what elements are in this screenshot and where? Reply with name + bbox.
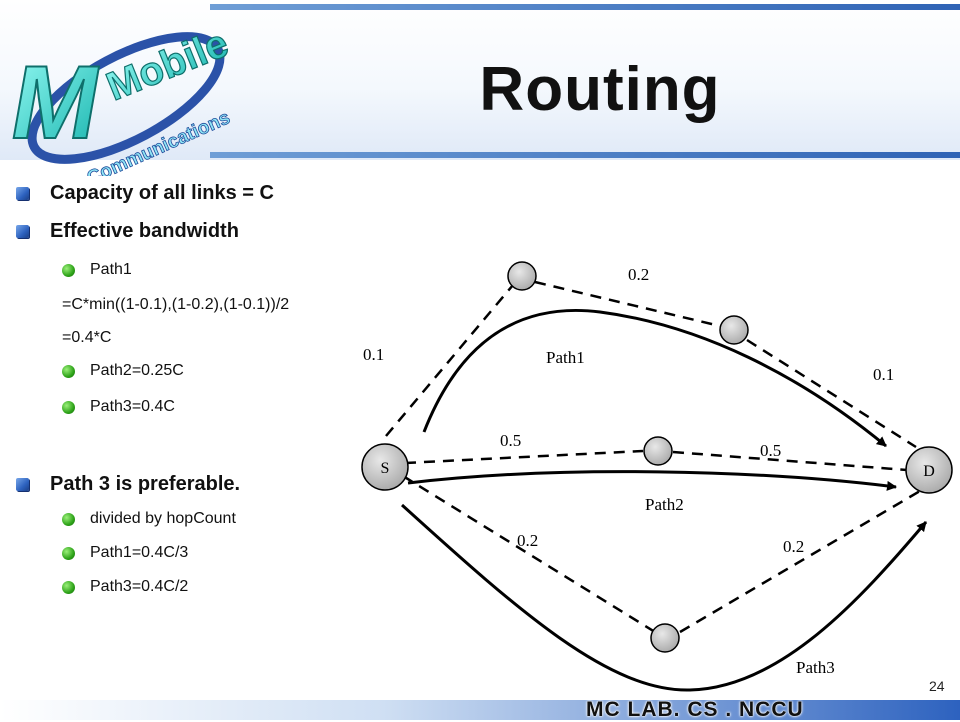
path1-label: Path1 xyxy=(546,348,585,367)
path3-label: Path3 xyxy=(796,658,835,677)
header-banner xyxy=(0,0,960,160)
page-number: 24 xyxy=(929,678,945,694)
path2-curve xyxy=(407,470,897,491)
path3-curve xyxy=(400,503,928,692)
sub-bullet-path1-hop: Path1=0.4C/3 xyxy=(61,544,189,561)
path2-label: Path2 xyxy=(645,495,684,514)
weight-s-top: 0.1 xyxy=(363,345,384,364)
path1-formula: =C*min((1-0.1),(1-0.2),(1-0.1))/2 xyxy=(62,296,290,313)
link-s-center xyxy=(404,449,644,465)
node-bottom xyxy=(650,623,680,653)
path1-curve xyxy=(422,309,887,448)
weight-s-bottom: 0.2 xyxy=(517,531,538,550)
link-center-d xyxy=(672,450,908,472)
svg-text:M: M xyxy=(8,45,110,161)
sub-bullet-path3: Path3=0.4C xyxy=(62,398,175,415)
node-destination xyxy=(905,446,953,494)
sub-bullet-hopcount: divided by hopCount xyxy=(62,510,236,527)
header-top-line xyxy=(210,4,960,10)
bullet-effective-bandwidth: Effective bandwidth xyxy=(50,220,239,242)
slide-title: Routing xyxy=(479,55,721,124)
node-center xyxy=(643,436,673,466)
link-s-top xyxy=(385,284,514,437)
header-bottom-line xyxy=(210,152,960,158)
weight-bottom-d: 0.2 xyxy=(783,537,804,556)
node-top xyxy=(507,261,537,291)
destination-label: D xyxy=(923,463,935,480)
link-top-mid xyxy=(534,280,721,328)
node-source xyxy=(361,443,409,491)
sub-bullet-path2: Path2=0.25C xyxy=(62,362,184,379)
weight-center-d: 0.5 xyxy=(760,441,781,460)
bullet-preferable: Path 3 is preferable. xyxy=(50,473,241,495)
sub-bullet-path3-hop: Path3=0.4C/2 xyxy=(61,578,189,595)
path1-result: =0.4*C xyxy=(62,329,112,346)
source-label: S xyxy=(381,460,390,477)
node-upper-right xyxy=(719,315,749,345)
link-mid-d xyxy=(746,338,917,449)
weight-s-center: 0.5 xyxy=(500,431,521,450)
weight-top-mid: 0.2 xyxy=(628,265,649,284)
mobile-communications-logo: M Mobile Communications xyxy=(8,20,235,176)
footer-lab-name: MC LAB. CS . NCCU xyxy=(586,698,804,721)
weight-mid-d: 0.1 xyxy=(873,365,894,384)
bullet-capacity: Capacity of all links = C xyxy=(50,182,274,204)
link-bottom-d xyxy=(679,489,921,634)
footer-bar xyxy=(0,700,960,720)
link-s-bottom xyxy=(402,474,656,634)
sub-bullet-path1: Path1 xyxy=(62,261,132,278)
